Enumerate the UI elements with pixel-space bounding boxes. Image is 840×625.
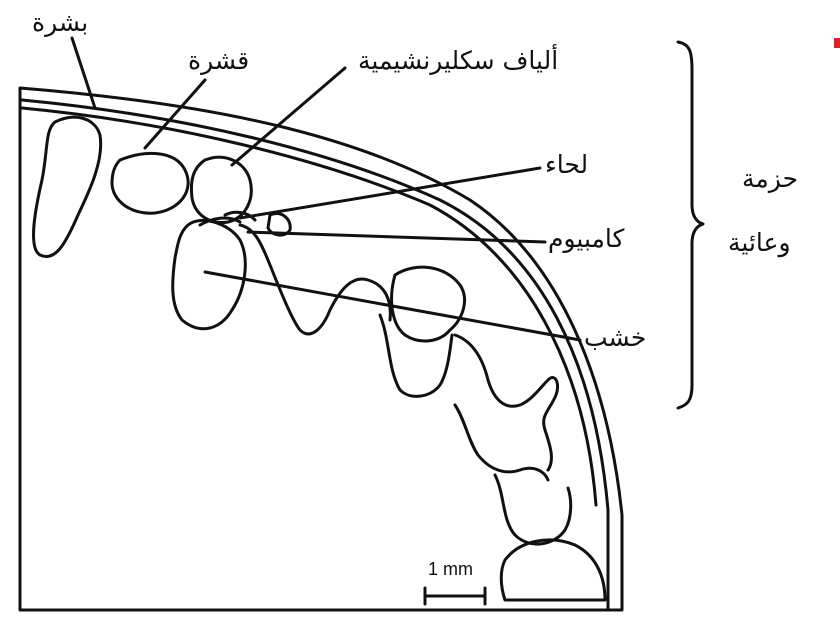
bracket (678, 42, 703, 408)
leader-line-epidermis (72, 38, 95, 108)
vascular-bundle (455, 405, 548, 480)
vascular-bundle (501, 540, 605, 600)
scale-bar-label: 1 mm (428, 560, 473, 578)
vascular-bundle (380, 315, 452, 396)
leader-line-sclerenchyma (232, 68, 345, 165)
epidermis-line (22, 100, 608, 610)
accent-mark (834, 38, 840, 48)
vascular-bundle (455, 335, 558, 470)
label-epidermis: بشرة (32, 10, 88, 35)
sclerenchyma-band (22, 108, 596, 505)
leader-line-cambium (248, 232, 545, 242)
label-sclerenchyma-fibers: ألياف سكليرنشيمية (358, 48, 558, 73)
label-phloem: لحاء (545, 152, 588, 177)
vascular-bundle (495, 475, 571, 544)
label-cambium: كامبيوم (548, 226, 624, 251)
leader-line-phloem (240, 168, 540, 218)
vascular-bundle (173, 220, 246, 328)
label-vascular-bundle-line1: حزمة (742, 166, 798, 191)
vascular-bundle (112, 153, 188, 213)
leader-line-cortex (145, 80, 205, 148)
vascular-bundle (392, 267, 465, 341)
label-xylem: خشب (584, 325, 646, 350)
label-vascular-bundle-line2: وعائية (728, 230, 791, 255)
scale-bar (425, 588, 485, 604)
vascular-bundle (34, 117, 101, 256)
vascular-bundle (240, 225, 390, 334)
label-cortex: قشرة (188, 48, 249, 73)
